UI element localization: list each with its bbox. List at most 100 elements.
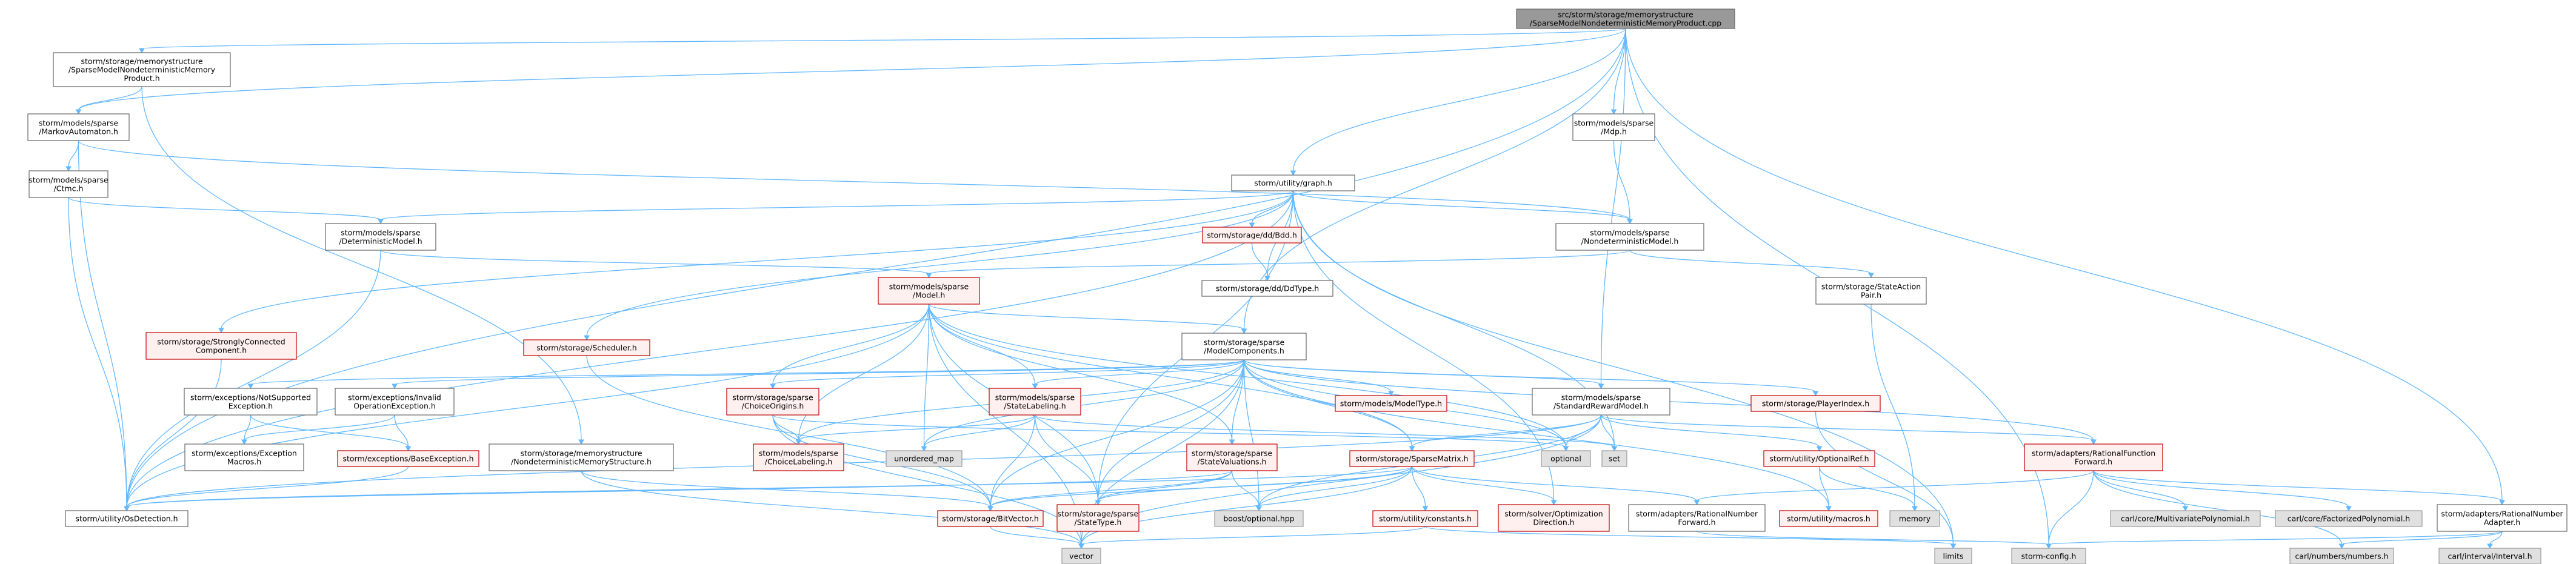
dependency-edge xyxy=(244,414,395,441)
node-statetype[interactable]: storm/storage/sparse/StateType.h xyxy=(1056,504,1140,532)
edge-arrowhead xyxy=(124,506,130,512)
edge-arrowhead xyxy=(75,109,82,115)
dependency-edge xyxy=(1613,28,1626,111)
dependency-edge xyxy=(1613,140,1630,221)
node-baseexc[interactable]: storm/exceptions/BaseException.h xyxy=(337,450,479,467)
node-constants[interactable]: storm/utility/constants.h xyxy=(1372,510,1478,527)
node-label: Macros.h xyxy=(227,457,261,466)
node-box xyxy=(184,443,304,471)
node-label: storm/storage/BitVector.h xyxy=(942,514,1039,523)
edge-arrowhead xyxy=(1912,506,1918,512)
dependency-edge xyxy=(1292,28,1626,172)
node-statelabeling[interactable]: storm/models/sparse/StateLabeling.h xyxy=(989,388,1081,416)
node-bdd[interactable]: storm/storage/dd/Bdd.h xyxy=(1202,227,1302,244)
node-choiceorigins[interactable]: storm/storage/sparse/ChoiceOrigins.h xyxy=(726,388,819,416)
node-box xyxy=(1532,388,1670,416)
node-nmstruct[interactable]: storm/storage/memorystructure/Nondetermi… xyxy=(489,443,674,471)
dependency-edge xyxy=(141,28,1626,50)
node-box xyxy=(1349,450,1475,467)
node-label: storm/exceptions/BaseException.h xyxy=(342,454,473,463)
node-srm[interactable]: storm/models/sparse/StandardRewardModel.… xyxy=(1532,388,1670,416)
dependency-edge xyxy=(1231,359,1245,441)
edge-arrowhead xyxy=(1256,506,1262,512)
dependency-edge xyxy=(990,526,1082,545)
node-smnmp[interactable]: storm/storage/memorystructure/SparseMode… xyxy=(53,52,231,87)
dependency-edge xyxy=(1411,466,1555,502)
node-bitvector[interactable]: storm/storage/BitVector.h xyxy=(937,510,1044,527)
dependency-edge xyxy=(2489,531,2503,545)
node-graph[interactable]: storm/utility/graph.h xyxy=(1231,174,1355,191)
node-box xyxy=(28,170,108,198)
node-mdp[interactable]: storm/models/sparse/Mdp.h xyxy=(1572,113,1655,141)
node-factpoly: carl/core/FactorizedPolynomial.h xyxy=(2275,510,2423,527)
edge-arrowhead xyxy=(2499,500,2505,506)
node-invalidop[interactable]: storm/exceptions/InvalidOperationExcepti… xyxy=(335,388,455,416)
node-box xyxy=(65,510,189,527)
node-label: /SparseModelNondeterministicMemory xyxy=(68,65,216,75)
edge-arrowhead xyxy=(1409,446,1415,452)
edge-arrowhead xyxy=(65,166,72,172)
node-box xyxy=(753,443,844,471)
dependency-edge xyxy=(126,359,222,508)
edge-arrowhead xyxy=(1812,391,1819,397)
node-ddtype[interactable]: storm/storage/dd/DdType.h xyxy=(1201,280,1333,297)
node-optionalref[interactable]: storm/utility/OptionalRef.h xyxy=(1763,450,1875,467)
node-label: /StateValuations.h xyxy=(1198,457,1267,466)
edge-arrowhead xyxy=(1611,446,1618,452)
dependency-edge xyxy=(923,359,1245,448)
node-root[interactable]: src/storm/storage/memorystructure/Sparse… xyxy=(1516,8,1735,29)
node-set: set xyxy=(1601,450,1627,467)
node-mc[interactable]: storm/storage/sparse/ModelComponents.h xyxy=(1181,333,1307,360)
node-label: storm/storage/memorystructure xyxy=(81,57,202,66)
node-box xyxy=(2024,443,2163,471)
dependency-edge xyxy=(1600,28,1626,385)
node-box xyxy=(1763,450,1875,467)
dependency-edge xyxy=(1243,359,1602,385)
dependency-edge xyxy=(126,304,930,508)
node-label: storm/exceptions/Invalid xyxy=(348,393,441,402)
node-nondet[interactable]: storm/models/sparse/NondeterministicMode… xyxy=(1555,223,1704,251)
dependency-edge xyxy=(78,140,127,508)
node-osdetection[interactable]: storm/utility/OsDetection.h xyxy=(65,510,189,527)
node-statevaluations[interactable]: storm/storage/sparse/StateValuations.h xyxy=(1186,443,1278,471)
edge-arrowhead xyxy=(1422,506,1429,512)
node-label: optional xyxy=(1550,454,1581,463)
edge-arrowhead xyxy=(2046,543,2052,549)
edge-arrowhead xyxy=(1563,446,1569,452)
dependency-edge xyxy=(1243,359,1392,393)
node-scheduler[interactable]: storm/storage/Scheduler.h xyxy=(523,339,650,356)
node-playerindex[interactable]: storm/storage/PlayerIndex.h xyxy=(1750,395,1881,412)
dependency-edge xyxy=(581,470,991,508)
node-sparsematrix[interactable]: storm/storage/SparseMatrix.h xyxy=(1349,450,1475,467)
node-label: storm/utility/constants.h xyxy=(1379,514,1472,523)
node-box xyxy=(1516,8,1735,29)
node-scc[interactable]: storm/storage/StronglyConnectedComponent… xyxy=(145,332,297,360)
dependency-edge xyxy=(772,359,1245,385)
node-ctmc[interactable]: storm/models/sparse/Ctmc.h xyxy=(28,170,108,198)
node-label: memory xyxy=(1899,514,1931,523)
node-choicelabeling[interactable]: storm/models/sparse/ChoiceLabeling.h xyxy=(753,443,844,471)
node-ma[interactable]: storm/models/sparse/MarkovAutomaton.h xyxy=(27,113,130,141)
dependency-edge xyxy=(1625,28,2503,502)
node-label: storm/models/sparse xyxy=(39,119,119,128)
node-box xyxy=(1555,223,1704,251)
node-model[interactable]: storm/models/sparse/Model.h xyxy=(878,277,980,305)
node-label: storm/solver/Optimization xyxy=(1504,509,1603,519)
node-modeltype[interactable]: storm/models/ModelType.h xyxy=(1335,395,1447,412)
dependency-edge xyxy=(1696,470,2094,502)
node-det[interactable]: storm/models/sparse/DeterministicModel.h xyxy=(325,223,436,251)
node-label: /ChoiceOrigins.h xyxy=(742,402,804,411)
node-macros[interactable]: storm/utility/macros.h xyxy=(1779,510,1878,527)
dependency-edge xyxy=(126,250,381,508)
node-label: limits xyxy=(1943,552,1963,561)
node-label: storm/storage/StateAction xyxy=(1821,282,1921,291)
node-label: storm/storage/Scheduler.h xyxy=(536,343,636,353)
dependency-edge xyxy=(68,197,381,221)
